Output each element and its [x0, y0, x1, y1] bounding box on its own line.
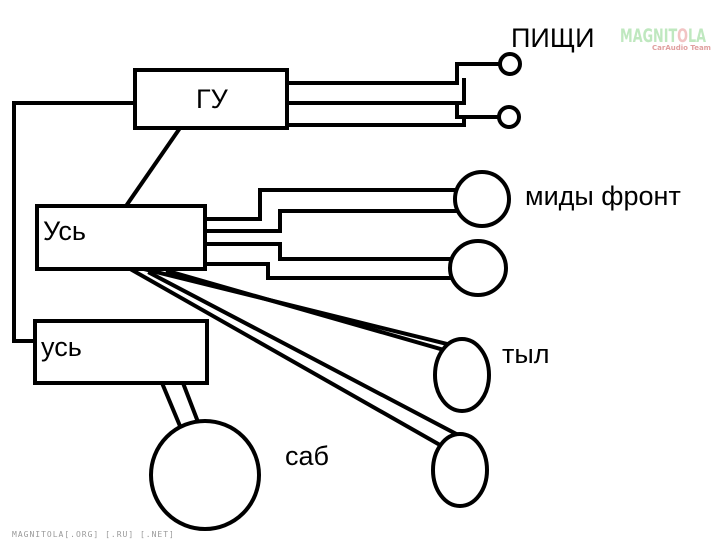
rear-label: тыл — [502, 339, 550, 369]
wire-amp-sub-2 — [180, 380, 201, 425]
wire-amp-rear-bot-2 — [147, 270, 465, 440]
sub-label: саб — [285, 441, 329, 471]
watermark: MAGNITOLA[.ORG] [.RU] [.NET] — [12, 530, 175, 539]
head-unit-label: ГУ — [196, 84, 229, 114]
tweeter-bottom — [497, 105, 521, 129]
mids-front-label: миды фронт — [525, 181, 681, 211]
wire-hu-tweeter-bot-1 — [285, 101, 502, 119]
mid-front-lower — [448, 239, 508, 297]
svg-text:MAGNITOLA: MAGNITOLA — [620, 25, 706, 47]
wire-hu-to-amp — [123, 125, 183, 209]
rear-speaker-bottom — [431, 432, 489, 508]
wire-hu-tweeter-bot-2 — [285, 115, 466, 127]
magnitola-logo: MAGNITOLA CarAudio Team — [620, 25, 711, 52]
amplifier-front-label: Усь — [43, 216, 86, 246]
logo-main-right: LA — [688, 25, 706, 47]
wire-hu-tweeter-top-1 — [285, 62, 503, 85]
head-unit: ГУ — [133, 68, 289, 130]
tweeter-top — [498, 52, 522, 76]
wire-amp-mid-upper-2 — [203, 209, 460, 233]
mid-front-upper — [453, 170, 511, 228]
wire-amp-rear-top-2 — [165, 268, 454, 355]
tweeters-label: ПИЩИ — [511, 23, 595, 53]
wire-amp-sub-1 — [159, 380, 183, 429]
wire-amp-mid-upper-1 — [203, 188, 460, 221]
wire-amp-rear-bot-1 — [129, 267, 443, 448]
logo-main-o: O — [677, 25, 688, 47]
logo-main-left: MAGNIT — [620, 25, 677, 47]
amplifier-sub-label: усь — [41, 332, 82, 362]
wire-amp-mid-lower-1 — [203, 242, 454, 261]
wire-remote — [12, 101, 137, 343]
amplifier-front: Усь — [35, 204, 207, 271]
amplifier-sub: усь — [33, 319, 209, 385]
wires — [12, 62, 503, 448]
rear-speaker-top — [433, 337, 491, 413]
subwoofer — [149, 419, 261, 531]
logo-tagline: CarAudio Team — [652, 44, 711, 52]
wire-amp-mid-lower-2 — [203, 262, 454, 280]
